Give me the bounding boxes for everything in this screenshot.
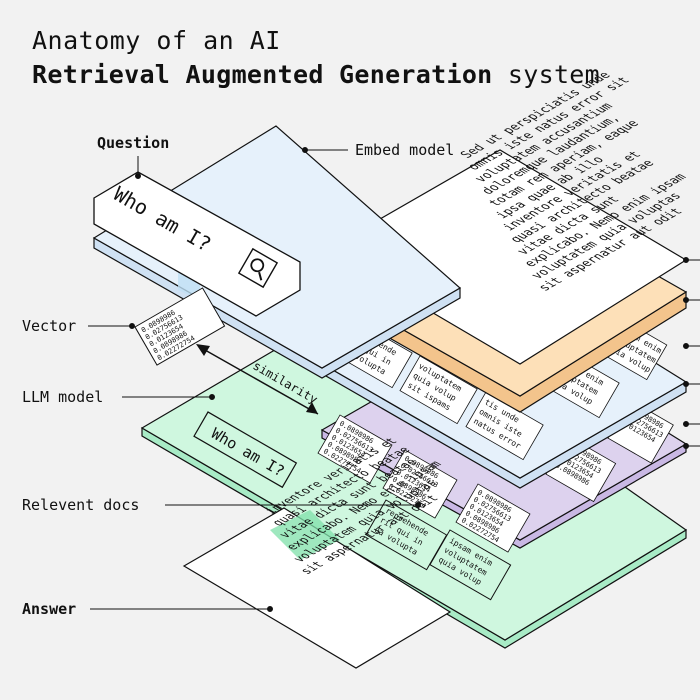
embed-model-label: Embed model — [355, 141, 455, 159]
title-line-1: Anatomy of an AI — [32, 26, 281, 55]
relevent-docs-label: Relevent docs — [22, 496, 140, 514]
answer-sheet — [182, 507, 452, 669]
vector-card: 0.0898986 0.02756613 0.0123654 0.0898986… — [134, 287, 226, 366]
llm-model-label: LLM model — [22, 388, 104, 406]
search-icon[interactable] — [237, 247, 279, 289]
title-bold: Retrieval Augmented Generation — [32, 60, 493, 89]
question-box[interactable]: Who am I? — [93, 171, 301, 317]
title-line-2: Retrieval Augmented Generation system — [32, 60, 600, 89]
question-label: Question — [97, 134, 170, 152]
vector-label: Vector — [22, 317, 77, 335]
answer-label: Answer — [22, 600, 77, 618]
purple-vectors: 0.0898986 0.02756613 0.0123654 0.0898986… — [317, 399, 674, 553]
embed-plane — [92, 125, 462, 379]
leader-lines — [88, 147, 700, 612]
answer-highlight — [270, 510, 340, 560]
title-rest: system — [492, 60, 601, 89]
